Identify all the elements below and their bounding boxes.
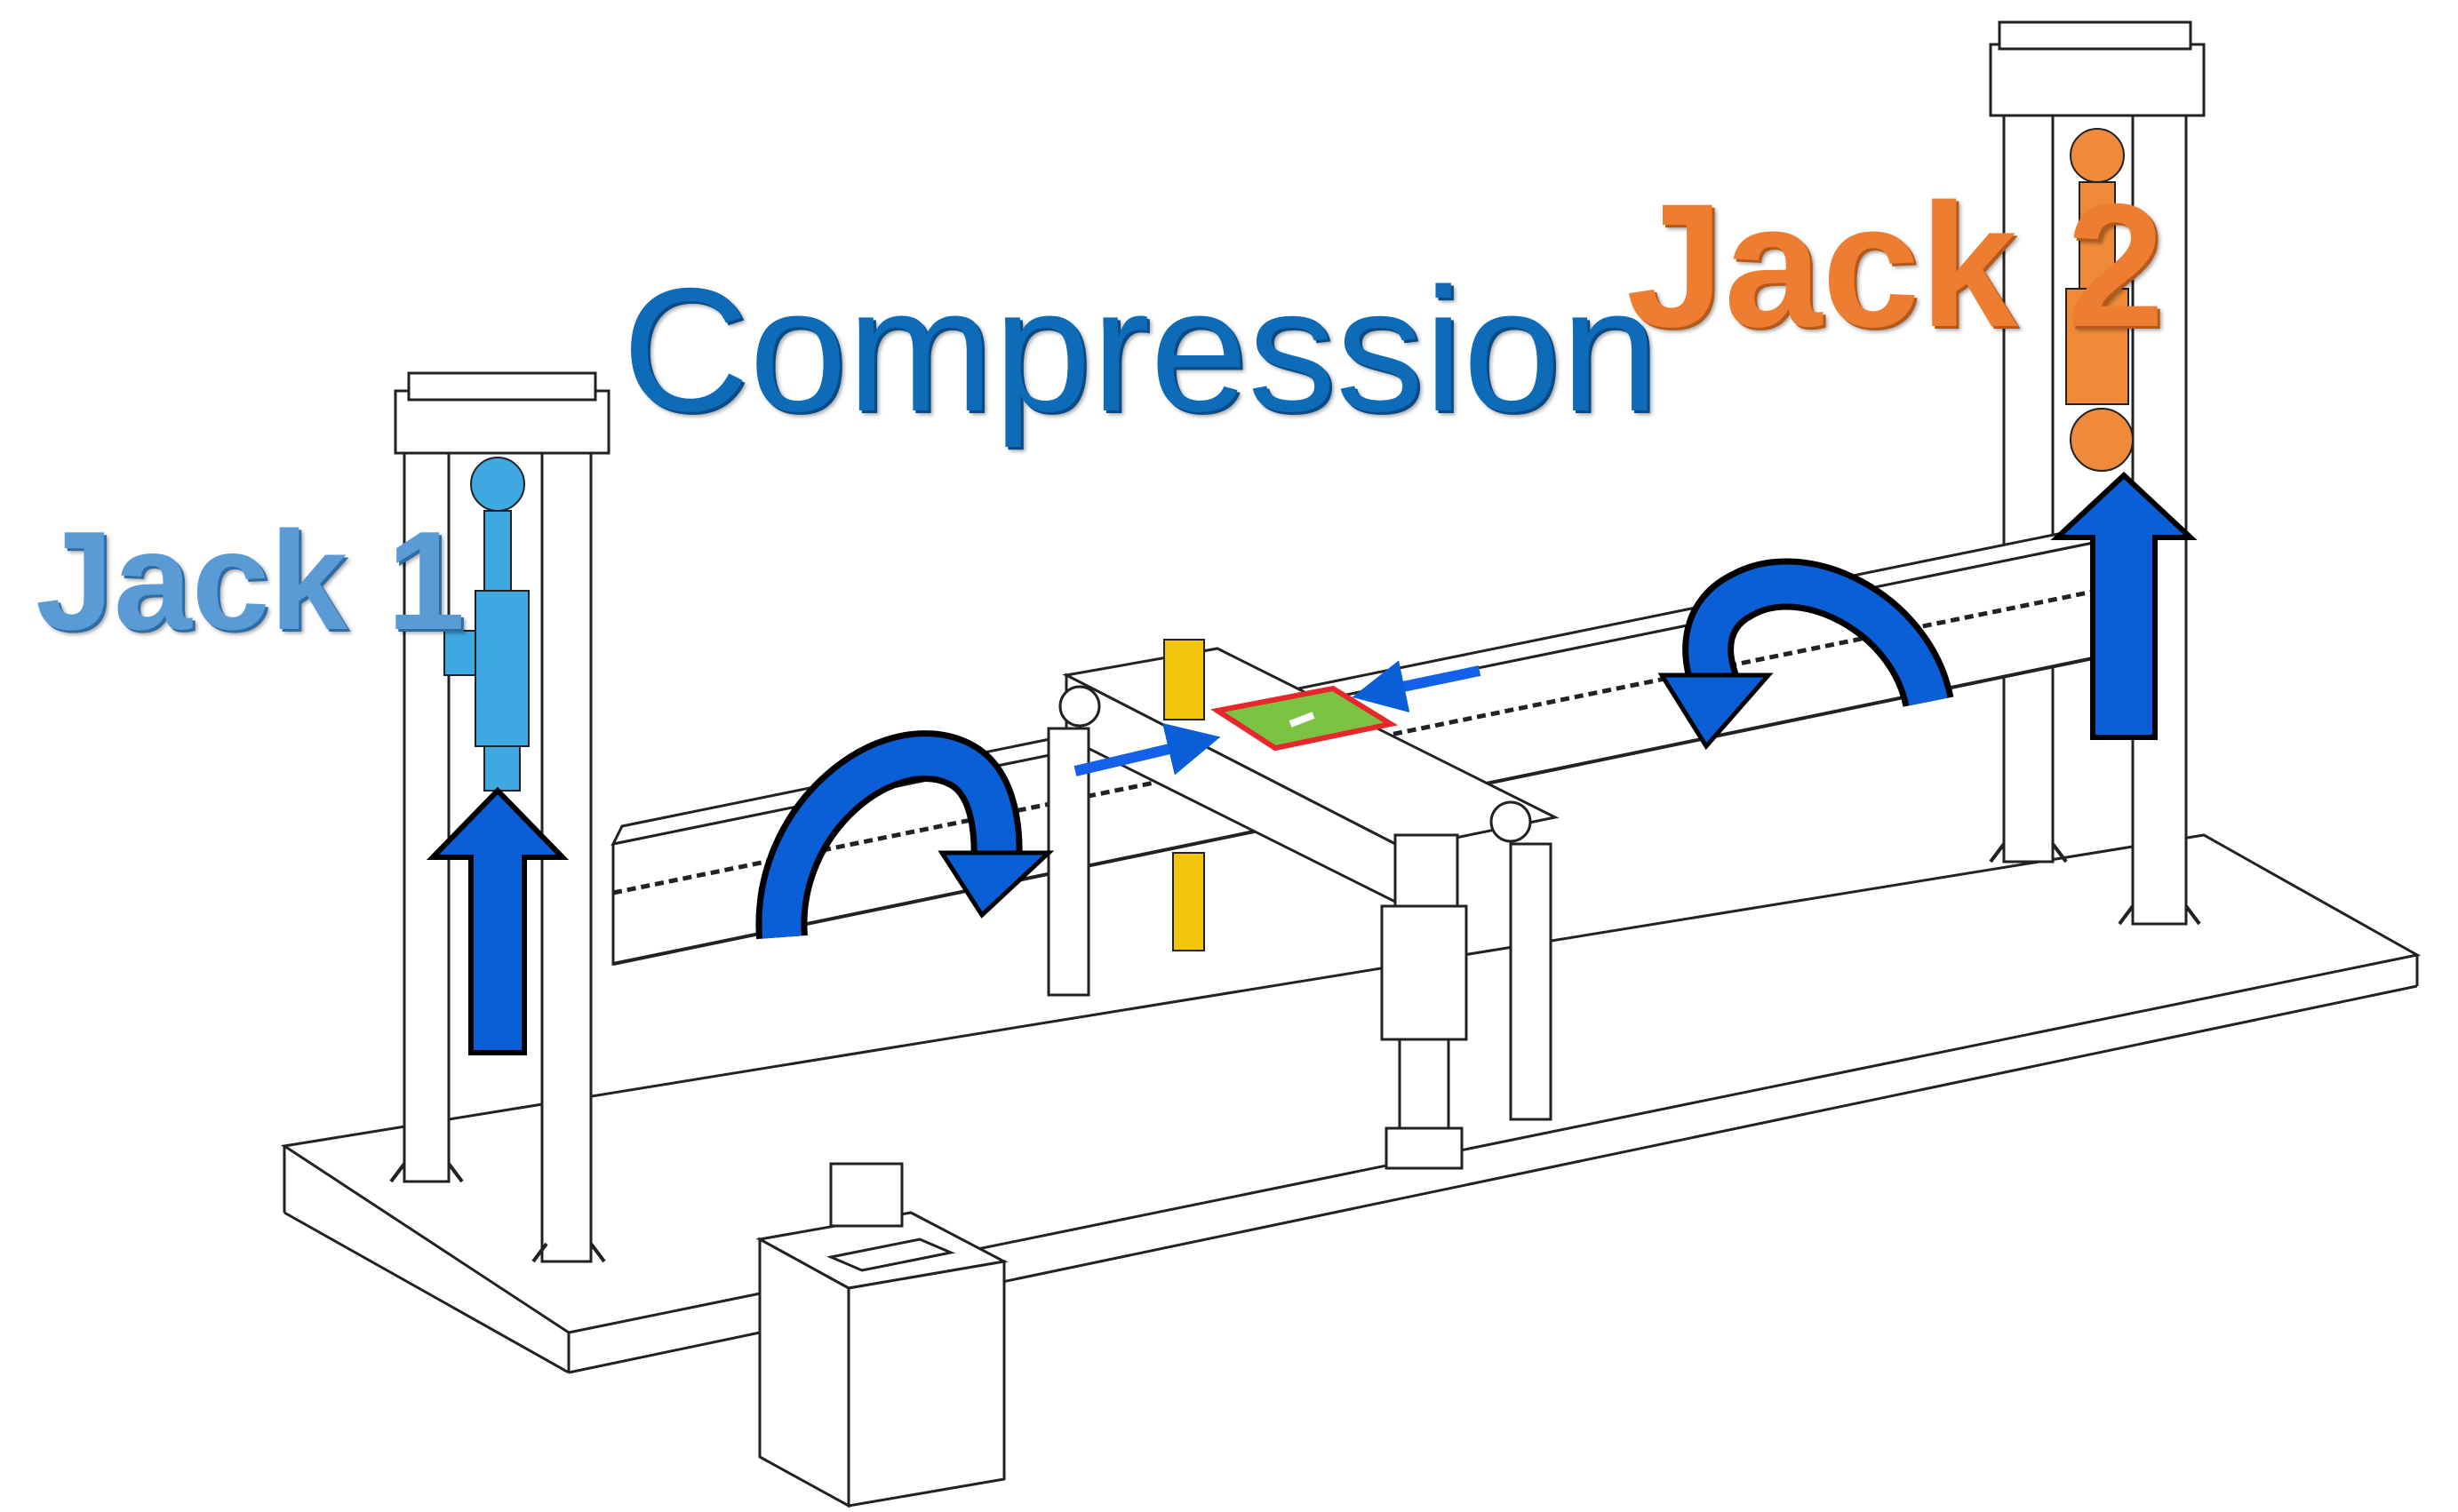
jack2-label: Jack 2 bbox=[1626, 167, 2165, 363]
control-console bbox=[755, 1162, 1009, 1508]
left-reaction-frame bbox=[389, 371, 611, 1263]
floor-slab bbox=[280, 833, 2422, 1374]
jack2-up-arrow bbox=[2050, 471, 2198, 740]
compression-arrows bbox=[1073, 660, 1481, 776]
jack2-actuator bbox=[2065, 128, 2134, 472]
jack1-up-arrow bbox=[426, 786, 570, 1055]
rotation-arrow-left bbox=[755, 730, 1055, 940]
vertical-actuator bbox=[1380, 833, 1468, 1170]
specimen-plate bbox=[1210, 685, 1399, 752]
compression-label: Compression bbox=[622, 251, 1659, 448]
jack1-label: Jack 1 bbox=[36, 503, 466, 659]
center-yellow-actuator bbox=[1163, 639, 1205, 951]
jack1-actuator bbox=[443, 457, 530, 792]
rotation-arrow-right bbox=[1657, 558, 1954, 751]
